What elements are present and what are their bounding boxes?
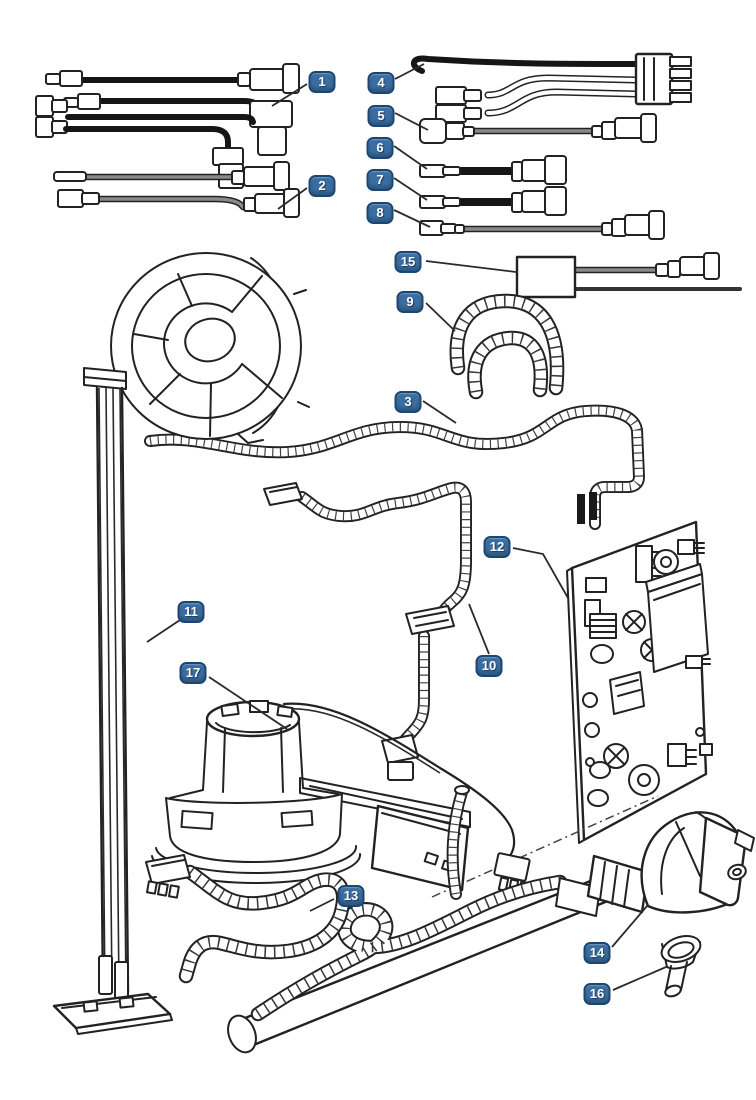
callout-12-label: 12 (489, 539, 505, 554)
callout-10-label: 10 (481, 658, 497, 673)
dashed-connection-line (431, 795, 659, 898)
part-7-black-jumper-wire (419, 186, 567, 216)
callout-6[interactable]: 6 (366, 137, 394, 159)
callout-1[interactable]: 1 (308, 71, 336, 93)
callout-5-label: 5 (377, 108, 385, 123)
part-9-split-loom-hoses (449, 293, 565, 400)
callout-15-label: 15 (400, 254, 416, 269)
callout-1-label: 1 (318, 74, 326, 89)
callout-2-label: 2 (318, 178, 326, 193)
callout-13[interactable]: 13 (337, 885, 365, 907)
part-17-motor-assembly (151, 700, 531, 896)
leader-lines (146, 63, 667, 991)
callout-17[interactable]: 17 (179, 662, 207, 684)
power-cord-and-wrap (227, 785, 622, 1054)
part-11-ribbon-cable (52, 367, 173, 1035)
callout-3-label: 3 (404, 394, 412, 409)
callout-7[interactable]: 7 (366, 169, 394, 191)
part-10-ribbon-harness (263, 481, 472, 781)
callout-13-label: 13 (343, 888, 359, 903)
callout-9[interactable]: 9 (396, 291, 424, 313)
callout-4[interactable]: 4 (367, 72, 395, 94)
callout-9-label: 9 (406, 294, 414, 309)
callout-7-label: 7 (376, 172, 384, 187)
callout-8[interactable]: 8 (366, 202, 394, 224)
callout-17-label: 17 (185, 665, 201, 680)
part-4-power-harness (410, 52, 692, 123)
callout-11[interactable]: 11 (177, 601, 205, 623)
part-15-suppressor-box (515, 252, 742, 299)
callout-11-label: 11 (184, 604, 198, 619)
callout-5[interactable]: 5 (367, 105, 395, 127)
callout-14[interactable]: 14 (583, 942, 611, 964)
part-12-circuit-board (566, 492, 713, 844)
part-2-wiring-harness (53, 161, 300, 218)
callout-2[interactable]: 2 (308, 175, 336, 197)
callout-8-label: 8 (376, 205, 384, 220)
part-16-grommet (660, 935, 702, 998)
callout-4-label: 4 (377, 75, 385, 90)
callout-15[interactable]: 15 (394, 251, 422, 273)
part-3-braided-ribbon-harness (144, 404, 646, 530)
callout-6-label: 6 (376, 140, 384, 155)
cord-reel-disc (110, 252, 310, 444)
part-1-wiring-harness (35, 63, 300, 189)
callout-16-label: 16 (589, 986, 605, 1001)
callout-12[interactable]: 12 (483, 536, 511, 558)
callout-16[interactable]: 16 (583, 983, 611, 1005)
callout-3[interactable]: 3 (394, 391, 422, 413)
part-6-black-jumper-wire (419, 155, 567, 185)
part-13-corrugated-hose (145, 854, 351, 984)
part-5-gray-jumper-wire (419, 113, 657, 144)
callout-14-label: 14 (589, 945, 605, 960)
part-14-power-plug (555, 811, 755, 917)
part-8-gray-jumper-wire (419, 210, 665, 240)
callout-10[interactable]: 10 (475, 655, 503, 677)
